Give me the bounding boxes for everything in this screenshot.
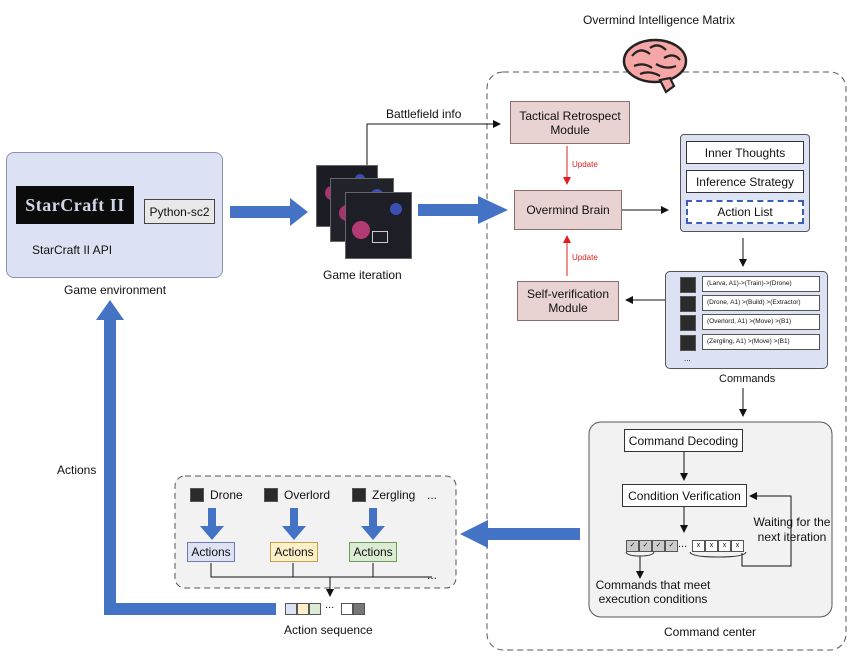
action-list-box: Action List xyxy=(686,200,804,224)
inference-strategy-box: Inference Strategy xyxy=(686,170,804,193)
command-text: (Zergling, A1) >(Move) >(B1) xyxy=(702,334,820,350)
overlord-avatar-icon xyxy=(680,315,696,331)
game-iteration-label: Game iteration xyxy=(323,268,402,282)
unit-name: Drone xyxy=(210,488,243,502)
drone-avatar-icon xyxy=(680,296,696,312)
battlefield-info-label: Battlefield info xyxy=(386,107,462,121)
cross-icon: x xyxy=(692,540,705,552)
actions-loop-label: Actions xyxy=(57,463,97,477)
inner-thoughts-box: Inner Thoughts xyxy=(686,141,804,164)
brain-icon xyxy=(622,38,688,94)
actions-tail-ellipsis: ... xyxy=(427,568,438,582)
action-sequence-label: Action sequence xyxy=(284,623,373,637)
starcraft-logo: StarCraft II xyxy=(16,186,134,224)
zergling-avatar-icon xyxy=(680,335,696,351)
condition-verification-box: Condition Verification xyxy=(622,484,747,507)
command-text: (Larva, A1)->(Train)->(Drone) xyxy=(702,276,820,292)
cross-icon: x xyxy=(705,540,718,552)
cross-icon: x xyxy=(718,540,731,552)
game-frame-3 xyxy=(345,192,412,259)
unit-name: Overlord xyxy=(284,488,331,502)
tactical-retrospect-module: Tactical Retrospect Module xyxy=(510,101,630,144)
command-row: (Zergling, A1) >(Move) >(B1) xyxy=(680,334,820,352)
actions-button-overlord: Actions xyxy=(270,542,318,562)
diagram-title: Overmind Intelligence Matrix xyxy=(583,13,736,27)
command-row: (Larva, A1)->(Train)->(Drone) xyxy=(680,276,820,294)
check-icon: ✓ xyxy=(665,540,678,552)
larva-avatar-icon xyxy=(680,277,696,293)
unit-name: Zergling xyxy=(372,488,416,502)
waiting-label: Waiting for the next iteration xyxy=(753,515,831,544)
check-icon: ✓ xyxy=(639,540,652,552)
command-center-caption: Command center xyxy=(664,625,757,639)
actions-button-zergling: Actions xyxy=(349,542,397,562)
commands-ellipsis: ... xyxy=(684,354,691,363)
command-decoding-box: Command Decoding xyxy=(624,429,743,452)
game-environment-caption: Game environment xyxy=(64,283,167,297)
update-label-top: Update xyxy=(572,160,598,169)
overlord-avatar-icon xyxy=(264,488,278,502)
commands-meet-conditions-label: Commands that meet execution conditions xyxy=(595,578,711,606)
sequence-ellipsis: ... xyxy=(325,599,335,611)
check-icon: ✓ xyxy=(652,540,665,552)
check-icon: ✓ xyxy=(626,540,639,552)
drone-avatar-icon xyxy=(190,488,204,502)
command-row: (Overlord, A1) >(Move) >(B1) xyxy=(680,314,820,332)
self-verification-module: Self-verification Module xyxy=(517,281,619,321)
overmind-brain-box: Overmind Brain xyxy=(514,190,622,230)
commands-caption: Commands xyxy=(719,373,776,385)
zergling-avatar-icon xyxy=(352,488,366,502)
command-row: (Drone, A1) >(Build) >(Extractor) xyxy=(680,295,820,313)
command-text: (Overlord, A1) >(Move) >(B1) xyxy=(702,314,820,330)
actions-button-drone: Actions xyxy=(187,542,235,562)
update-label-bottom: Update xyxy=(572,253,598,262)
units-ellipsis: ... xyxy=(427,488,438,502)
command-center-container xyxy=(588,421,833,618)
command-text: (Drone, A1) >(Build) >(Extractor) xyxy=(702,295,820,311)
cross-icon: x xyxy=(731,540,744,552)
starcraft-api-label: StarCraft II API xyxy=(32,243,113,257)
python-sc2-box: Python-sc2 xyxy=(144,199,215,224)
blue-arrows xyxy=(96,196,580,615)
command-center-ellipsis: ... xyxy=(678,538,688,550)
